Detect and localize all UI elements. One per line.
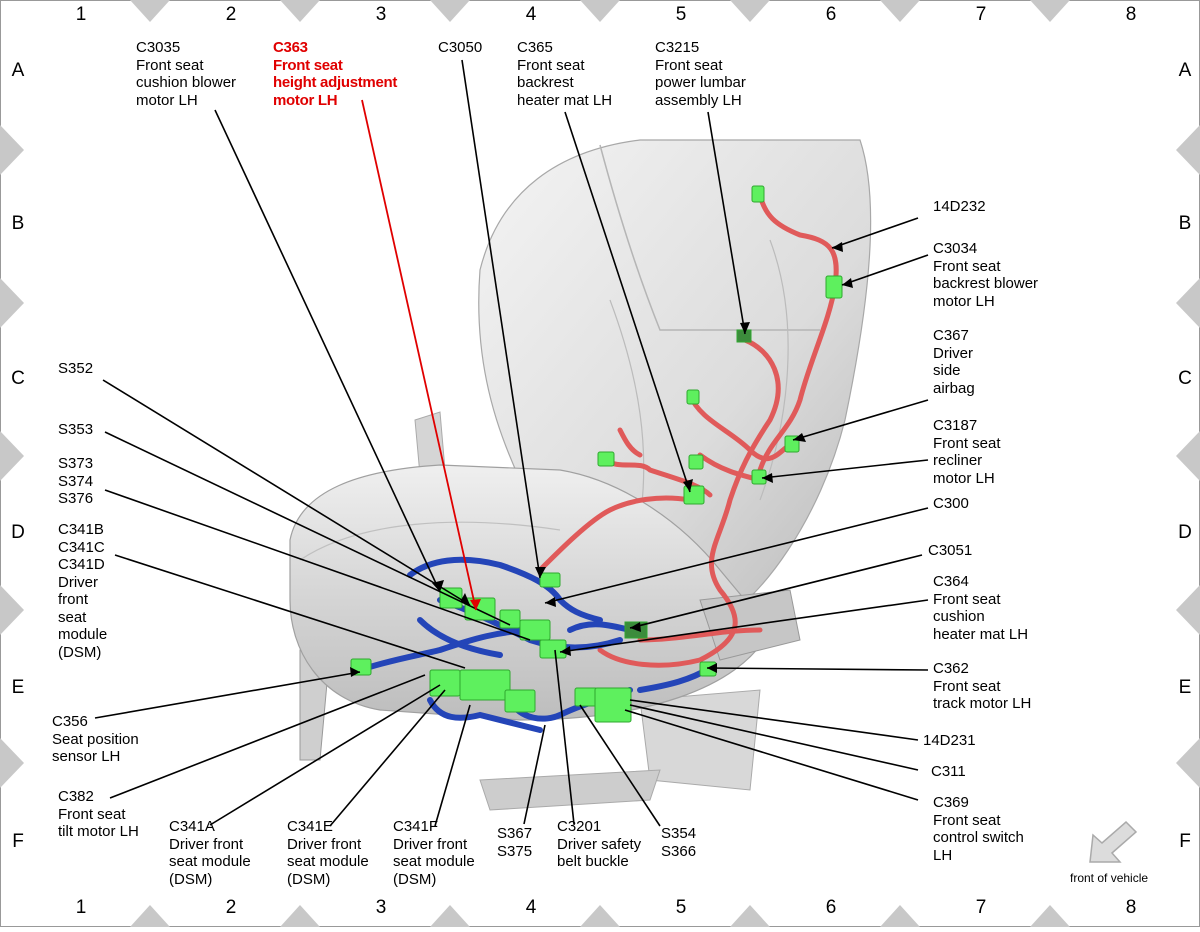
grid-row-a-right: A [1178, 60, 1192, 81]
grid-col-3-bottom: 3 [375, 897, 387, 918]
callout-c341b-c341c-c341d: C341B C341C C341D Driver front seat modu… [58, 521, 108, 661]
grid-col-1: 1 [75, 4, 87, 25]
callout-c363-highlighted: C363 Front seat height adjustment motor … [273, 39, 398, 109]
callout-c3187: C3187 Front seat recliner motor LH [933, 417, 1001, 487]
callout-c3050: C3050 [438, 39, 483, 56]
callout-c364: C364 Front seat cushion heater mat LH [933, 573, 1029, 643]
arrow-down-left-icon [1089, 820, 1138, 863]
grid-col-3: 3 [375, 4, 387, 25]
grid-row-f-right: F [1179, 831, 1191, 852]
callout-c300: C300 [933, 495, 969, 512]
grid-row-f: F [12, 831, 24, 852]
callout-c341f: C341F Driver front seat module (DSM) [393, 818, 475, 888]
callout-c3035: C3035 Front seat cushion blower motor LH [136, 39, 237, 109]
callout-14d232: 14D232 [933, 198, 986, 215]
upper-harness [537, 192, 839, 668]
callout-s353: S353 [58, 421, 94, 438]
connectors [350, 185, 843, 723]
callout-c3215: C3215 Front seat power lumbar assembly L… [655, 39, 746, 109]
grid-col-8-bottom: 8 [1125, 897, 1137, 918]
grid-col-5-bottom: 5 [675, 897, 687, 918]
grid-col-1-bottom: 1 [75, 897, 87, 918]
grid-row-d-right: D [1178, 522, 1192, 543]
callout-c341a: C341A Driver front seat module (DSM) [169, 818, 251, 888]
callout-c365: C365 Front seat backrest heater mat LH [517, 39, 613, 109]
grid-col-7-bottom: 7 [975, 897, 987, 918]
grid-row-c: C [11, 368, 25, 389]
highlight-leader [361, 99, 477, 611]
grid-col-4: 4 [525, 4, 537, 25]
grid-col-8: 8 [1125, 4, 1137, 25]
grid-col-7: 7 [975, 4, 987, 25]
grid-col-5: 5 [675, 4, 687, 25]
grid-col-2-bottom: 2 [225, 897, 237, 918]
front-of-vehicle-note: front of vehicle [1070, 871, 1149, 885]
grid-row-b-right: B [1178, 213, 1192, 234]
callout-c341e: C341E Driver front seat module (DSM) [287, 818, 369, 888]
callout-c3201: C3201 Driver safety belt buckle [557, 818, 642, 870]
grid-row-e: E [11, 677, 25, 698]
leader-arrows [350, 242, 853, 677]
grid-row-d: D [11, 522, 25, 543]
grid-row-c-right: C [1178, 368, 1192, 389]
grid-col-6: 6 [825, 4, 837, 25]
callout-c311: C311 [931, 763, 966, 780]
grid-col-6-bottom: 6 [825, 897, 837, 918]
callout-s367-s375: S367 S375 [497, 825, 533, 860]
grid-row-b: B [11, 213, 25, 234]
callout-14d231: 14D231 [923, 732, 976, 749]
callout-s373-s374-s376: S373 S374 S376 [58, 455, 94, 507]
callout-s352: S352 [58, 360, 94, 377]
grid-row-e-right: E [1178, 677, 1192, 698]
grid-col-4-bottom: 4 [525, 897, 537, 918]
leader-lines [94, 59, 929, 827]
callout-c382: C382 Front seat tilt motor LH [58, 788, 139, 840]
callout-s354-s366: S354 S366 [661, 825, 697, 860]
callout-c3034: C3034 Front seat backrest blower motor L… [933, 240, 1039, 310]
callout-c367: C367 Driver side airbag [933, 327, 975, 397]
callout-c369: C369 Front seat control switch LH [933, 794, 1024, 864]
callout-c3051: C3051 [928, 542, 973, 559]
callout-c362: C362 Front seat track motor LH [933, 660, 1032, 712]
grid-row-a: A [11, 60, 25, 81]
grid-col-2: 2 [225, 4, 237, 25]
callout-c356: C356 Seat position sensor LH [52, 713, 139, 765]
